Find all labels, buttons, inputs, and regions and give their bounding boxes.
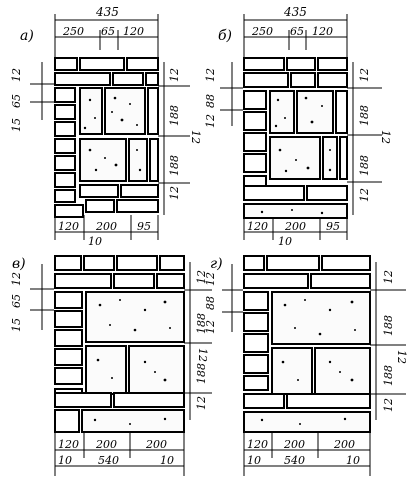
panel-a-right-dim-2: 188: [168, 105, 181, 126]
panel-b-bottom-sub-1: 10: [278, 235, 292, 248]
panel-g-left-dim-1: 12: [204, 320, 217, 334]
panel-g-bottom-dim-2: 200: [283, 438, 305, 451]
panel-b-right-dim-1: 12: [358, 68, 371, 82]
panel-g-bottom-sub-1: 10: [247, 454, 261, 467]
panel-b-bottom-dim-2: 200: [284, 220, 306, 233]
panel-v-left-dim-1: 15: [10, 318, 23, 332]
panel-v-right-dim-1: 12: [195, 270, 208, 284]
panel-b-top-dim-2: 65: [290, 25, 304, 38]
panel-a-left-dim-2: 65: [10, 94, 23, 108]
panel-a-label: а): [20, 28, 34, 44]
panel-g-bottom-dim-1: 120: [247, 438, 268, 451]
panel-a-left-dim-1: 15: [10, 118, 23, 132]
panel-a-left-dim-3: 12: [10, 68, 23, 82]
panel-a-top-dim-2: 65: [101, 25, 115, 38]
panel-a-top-dim-1: 250: [62, 25, 84, 38]
panel-v-bottom-dim-2: 200: [95, 438, 117, 451]
panel-v-right-dim-4: 188: [195, 363, 208, 384]
panel-a-right-dim-5: 12: [168, 186, 181, 200]
panel-v-bottom-sub-2: 540: [98, 454, 119, 467]
panel-b: б) 435 250 65 120: [204, 5, 392, 248]
panel-a-right-dim-1: 12: [168, 68, 181, 82]
panel-b-left-dim-2: 88: [204, 94, 217, 108]
panel-b-left-dim-1: 12: [204, 114, 217, 128]
panel-b-right-dim-5: 12: [358, 188, 371, 202]
panel-a: а) 435 250 65 120: [10, 5, 202, 248]
panel-g-right-dim-1: 12: [382, 270, 395, 284]
panel-g-right-dim-5: 12: [382, 398, 395, 412]
panel-v-bottom-dim-3: 200: [145, 438, 167, 451]
panel-g-right-dim-3: 12: [395, 350, 408, 364]
panel-v-bottom-dim-1: 120: [58, 438, 79, 451]
panel-a-right-dim-3: 12: [189, 130, 202, 144]
panel-b-right-dim-4: 188: [358, 155, 371, 176]
panel-b-bottom-dim-1: 120: [247, 220, 268, 233]
panel-v-bottom-sub-1: 10: [58, 454, 72, 467]
panel-a-bottom-dim-3: 95: [137, 220, 151, 233]
panel-v: в) 15 65 12: [10, 255, 212, 476]
panel-v-right-dim-2: 188: [195, 313, 208, 334]
panel-a-bottom-dim-2: 200: [95, 220, 117, 233]
panel-a-total-width: 435: [95, 5, 119, 19]
panel-g-label: г): [210, 256, 223, 272]
panel-b-bottom-dim-3: 95: [326, 220, 340, 233]
panel-b-top-dim-3: 120: [312, 25, 333, 38]
panel-g-bottom-sub-3: 10: [346, 454, 360, 467]
panel-b-left-dim-3: 12: [204, 68, 217, 82]
panel-b-total-width: 435: [283, 5, 307, 19]
panel-b-top-dim-1: 250: [251, 25, 273, 38]
panel-v-bottom-sub-3: 10: [160, 454, 174, 467]
panel-a-bottom-dim-1: 120: [58, 220, 79, 233]
panel-a-bottom-sub-1: 10: [88, 235, 102, 248]
panel-g-right-dim-2: 188: [382, 315, 395, 336]
panel-g-bottom-sub-2: 540: [284, 454, 305, 467]
panel-v-right-dim-3: 12: [196, 348, 209, 362]
panel-g-left-dim-3: 12: [204, 272, 217, 286]
panel-a-right-dim-4: 188: [168, 155, 181, 176]
panel-b-right-dim-3: 12: [379, 130, 392, 144]
panel-b-right-dim-2: 188: [358, 105, 371, 126]
panel-g-left-dim-2: 88: [204, 296, 217, 310]
panel-a-top-dim-3: 120: [123, 25, 144, 38]
panel-b-label: б): [218, 28, 232, 44]
panel-g: г) 12 88 12 12 188: [204, 255, 408, 476]
panel-v-right-dim-5: 12: [195, 396, 208, 410]
panel-g-bottom-dim-3: 200: [333, 438, 355, 451]
panel-v-label: в): [12, 256, 26, 272]
panel-g-right-dim-4: 188: [382, 365, 395, 386]
panel-v-left-dim-2: 65: [10, 294, 23, 308]
panel-v-left-dim-3: 12: [10, 272, 23, 286]
